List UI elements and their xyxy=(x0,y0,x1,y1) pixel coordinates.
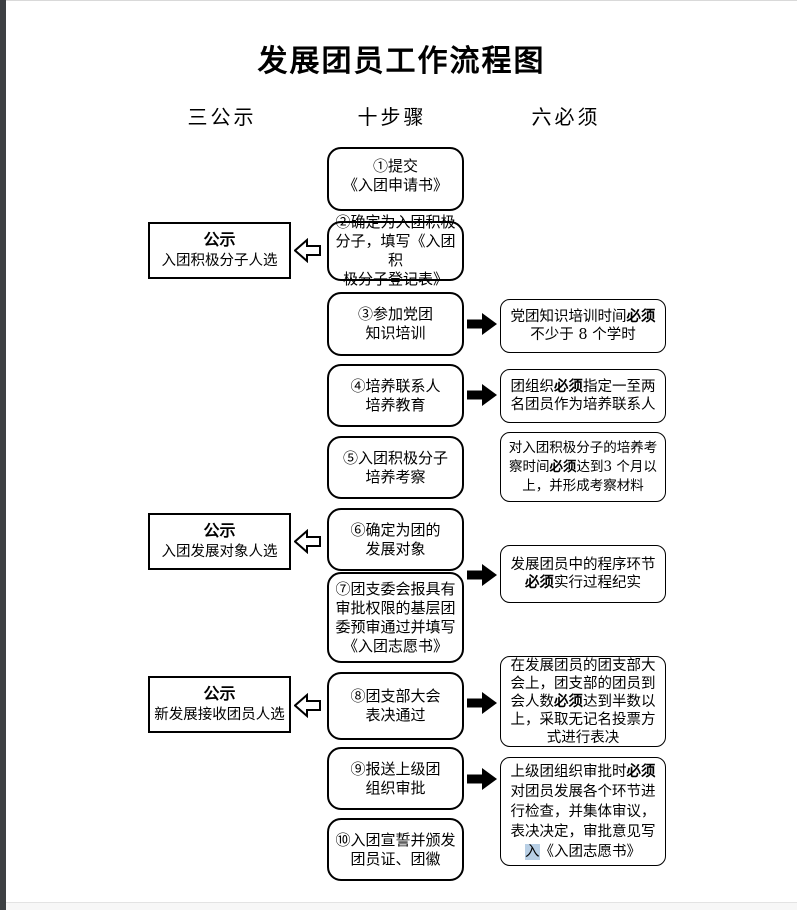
requirement-box-1: 党团知识培训时间必须不少于 8 个学时 xyxy=(500,299,666,353)
column-header-requirements: 六必须 xyxy=(531,105,601,129)
requirement-box-4: 发展团员中的程序环节必须实行过程纪实 xyxy=(500,545,666,603)
step-box-4: ④培养联系人培养教育 xyxy=(327,364,464,427)
step-box-8: ⑧团支部大会表决通过 xyxy=(327,672,464,740)
publicity-box-1: 公示入团积极分子人选 xyxy=(148,222,291,279)
step-box-1: ①提交《入团申请书》 xyxy=(327,147,464,211)
step-box-9: ⑨报送上级团组织审批 xyxy=(327,747,464,810)
solid-right-arrow-icon xyxy=(467,313,497,335)
publicity-box-2: 公示入团发展对象人选 xyxy=(148,513,291,570)
hollow-left-arrow-icon xyxy=(294,693,321,718)
step-box-6: ⑥确定为团的发展对象 xyxy=(327,508,464,571)
requirement-box-6: 上级团组织审批时必须对团员发展各个环节进行检查，并集体审议，表决决定，审批意见写… xyxy=(500,757,666,866)
hollow-left-arrow-icon xyxy=(294,529,321,554)
page-top-divider xyxy=(6,0,797,1)
window-left-edge xyxy=(0,0,6,910)
requirement-box-5: 在发展团员的团支部大会上，团支部的团员到会人数必须达到半数以上，采取无记名投票方… xyxy=(500,656,666,747)
requirement-box-3: 对入团积极分子的培养考察时间必须达到3 个月以上，并形成考察材料 xyxy=(500,432,666,502)
publicity-box-3: 公示新发展接收团员人选 xyxy=(148,676,291,733)
step-box-2: ②确定为入团积极分子，填写《入团积极分子登记表》 xyxy=(327,213,464,288)
step-box-3: ③参加党团知识培训 xyxy=(327,292,464,356)
step-box-5: ⑤入团积极分子培养考察 xyxy=(327,436,464,499)
solid-right-arrow-icon xyxy=(467,384,497,406)
solid-right-arrow-icon xyxy=(467,768,497,790)
solid-right-arrow-icon xyxy=(467,692,497,714)
column-header-publicity: 三公示 xyxy=(187,105,257,129)
solid-right-arrow-icon xyxy=(467,564,497,586)
page-bottom-divider xyxy=(6,902,797,910)
step-box-7: ⑦团支委会报具有审批权限的基层团委预审通过并填写《入团志愿书》 xyxy=(327,572,464,663)
step-box-10: ⑩入团宣誓并颁发团员证、团徽 xyxy=(327,818,464,881)
requirement-box-2: 团组织必须指定一至两名团员作为培养联系人 xyxy=(500,369,666,423)
column-header-steps: 十步骤 xyxy=(357,105,427,129)
page-title: 发展团员工作流程图 xyxy=(257,44,546,79)
hollow-left-arrow-icon xyxy=(294,238,321,263)
